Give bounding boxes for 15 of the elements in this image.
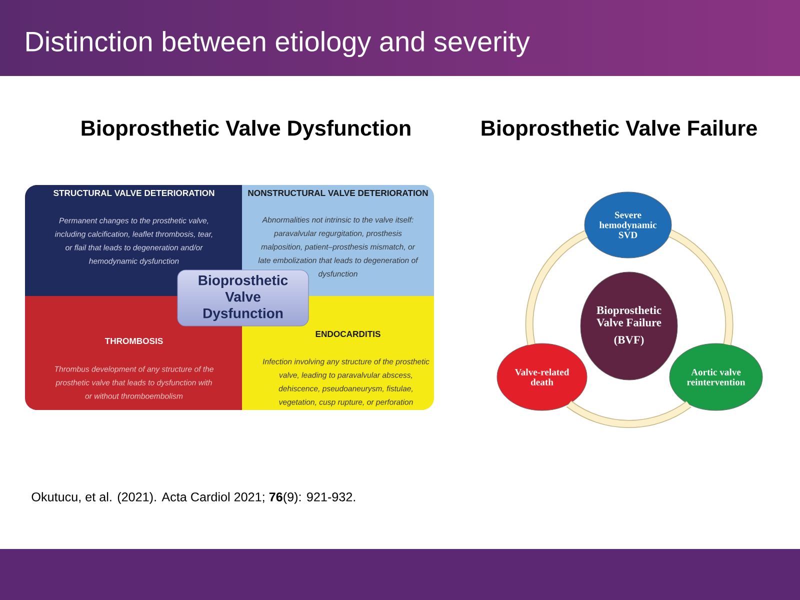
diagram-heading: Bioprosthetic Valve Dysfunction xyxy=(82,120,410,140)
ellipse-node: Valve-related death xyxy=(496,343,588,411)
ellipse-node: Severe hemodynamic SVD xyxy=(584,192,672,258)
ellipse-node: Aortic valve reintervention xyxy=(669,343,763,411)
panel-heading: ENDOCARDITIS xyxy=(316,330,380,338)
panel-heading: NONSTRUCTURAL VALVE DETERIORATION xyxy=(248,190,428,196)
panel-heading: THROMBOSIS xyxy=(104,338,163,344)
citation-text: Okutucu, et al. (2021). Acta Cardiol 2021; 76(9): 921-932. xyxy=(32,492,356,504)
ring-arc xyxy=(566,400,692,428)
ring-arc xyxy=(525,230,588,346)
slide-title: Distinction between etiology and severity xyxy=(26,30,530,58)
diagram-heading: Bioprosthetic Valve Failure xyxy=(482,120,757,140)
ellipse-node: Bioprosthetic Valve Failure (BVF) xyxy=(580,272,678,380)
ring-arc xyxy=(668,230,734,346)
panel-heading: STRUCTURAL VALVE DETERIORATION xyxy=(54,190,214,196)
